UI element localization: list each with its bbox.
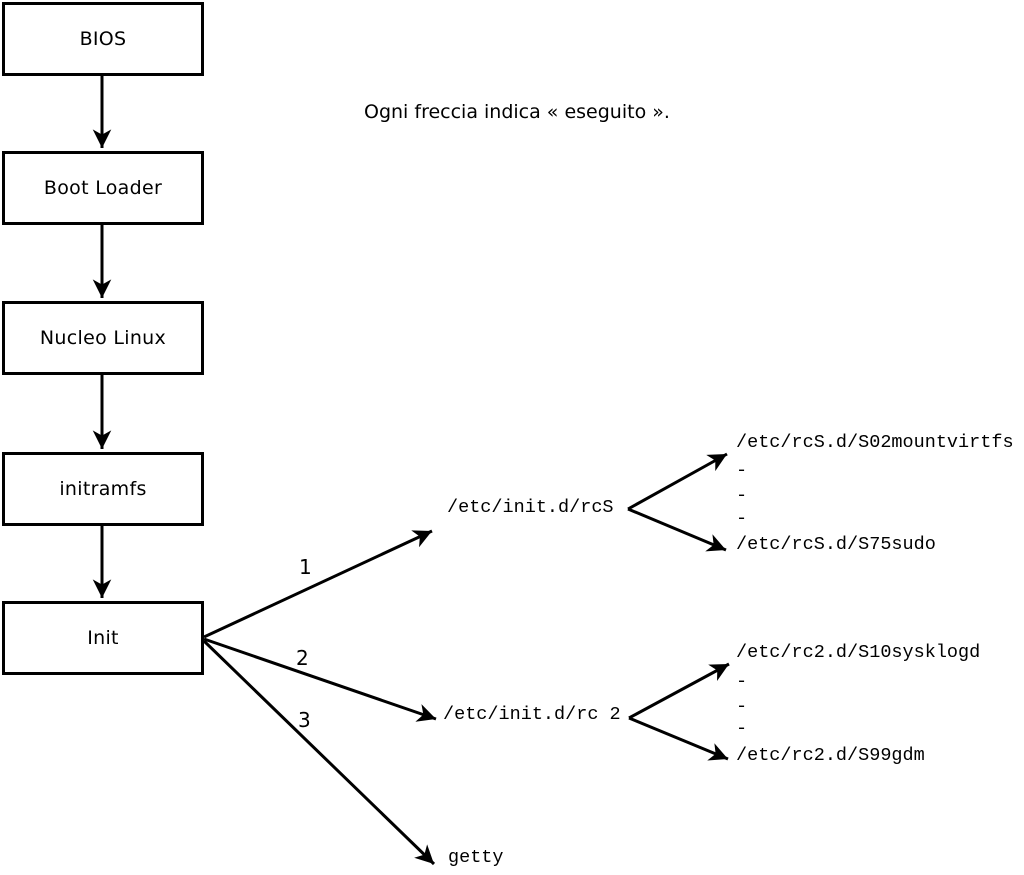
flow-box-bios-label: BIOS	[79, 28, 127, 50]
flow-box-boot-loader: Boot Loader	[2, 151, 204, 225]
branch-number-1: 1	[299, 555, 312, 579]
flow-box-nucleo-linux-label: Nucleo Linux	[39, 327, 167, 349]
fork-rcs-last-script-label: /etc/rcS.d/S75sudo	[736, 534, 936, 555]
flow-box-initramfs-label: initramfs	[59, 478, 147, 500]
arrow-init-to-rcs	[203, 529, 433, 639]
flow-box-initramfs: initramfs	[2, 452, 204, 526]
flow-box-bios: BIOS	[2, 2, 204, 76]
fork-rcs-ellipsis-dash: -	[736, 508, 748, 529]
branch-target-rcs-label: /etc/init.d/rcS	[447, 497, 614, 518]
fork-rc2-bottom-arrow	[628, 716, 729, 761]
fork-rc2-ellipsis-dash: -	[736, 696, 748, 717]
fork-rcs-first-script-label: /etc/rcS.d/S02mountvirtfs	[736, 432, 1014, 453]
fork-rc2-first-script-label: /etc/rc2.d/S10sysklogd	[736, 642, 981, 663]
flow-box-boot-loader-label: Boot Loader	[43, 177, 163, 199]
flow-box-nucleo-linux: Nucleo Linux	[2, 301, 204, 375]
fork-rcs-ellipsis-dash: -	[736, 485, 748, 506]
fork-rcs-top-arrow	[627, 452, 728, 511]
arrow-init-to-getty	[202, 639, 436, 866]
branch-number-3: 3	[298, 708, 311, 732]
flow-box-init-label: Init	[87, 627, 119, 649]
branch-target-rc2-label: /etc/init.d/rc 2	[443, 704, 621, 725]
fork-rc2-ellipsis-dash: -	[736, 671, 748, 692]
branch-target-getty-label: getty	[448, 847, 504, 868]
flow-box-init: Init	[2, 601, 204, 675]
fork-rc2-last-script-label: /etc/rc2.d/S99gdm	[736, 745, 925, 766]
diagram-caption: Ogni freccia indica « eseguito ».	[364, 101, 670, 123]
fork-rcs-ellipsis-dash: -	[736, 460, 748, 481]
fork-rc2-top-arrow	[628, 662, 730, 720]
branch-number-2: 2	[296, 646, 309, 670]
arrow-init-to-rc2	[203, 637, 437, 722]
fork-rcs-bottom-arrow	[627, 507, 727, 552]
fork-rc2-ellipsis-dash: -	[736, 718, 748, 739]
